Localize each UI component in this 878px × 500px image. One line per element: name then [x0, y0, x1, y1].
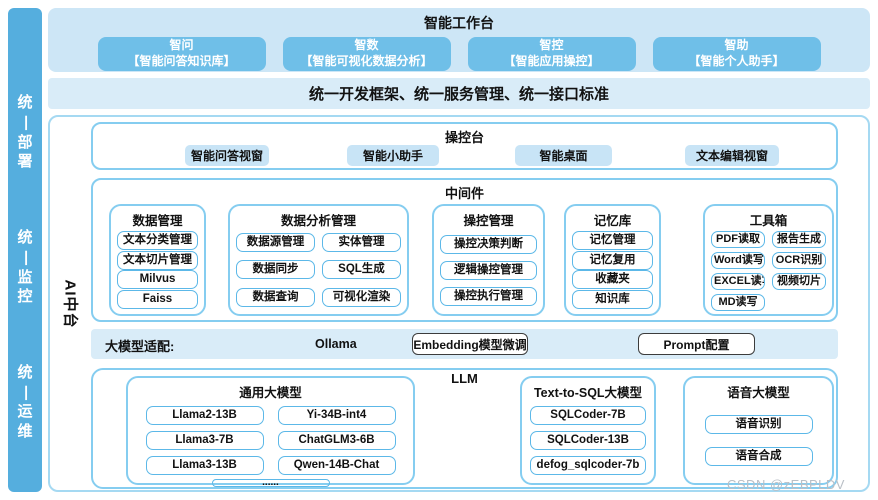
group-title: 数据管理 — [132, 214, 183, 228]
adapter-ollama: Ollama — [315, 337, 357, 351]
group-items: PDF读取 报告生成 Word读写 OCR识别 EXCEL读写 视频切片 MD读… — [711, 231, 826, 311]
item-visual-render: 可视化渲染 — [322, 287, 401, 307]
group-voice-llm: 语音大模型 语音识别 语音合成 — [683, 376, 834, 485]
item-speech-synthesis: 语音合成 — [704, 446, 813, 466]
app-name: 智数 — [354, 38, 379, 53]
app-box-zhizhu: 智助 【智能个人助手】 — [652, 37, 821, 71]
item-entity-mgmt: 实体管理 — [322, 233, 401, 253]
middleware-section: 中间件 数据管理 文本分类管理 文本切片管理 Milvus Faiss 数据分析… — [91, 178, 838, 322]
sidebar-label-monitor: 统一监控 — [16, 228, 34, 306]
group-title: Text-to-SQL大模型 — [533, 386, 643, 400]
app-box-zhikong: 智控 【智能应用操控】 — [467, 37, 636, 71]
app-desc: 【智能可视化数据分析】 — [300, 54, 433, 68]
app-desc: 【智能个人助手】 — [688, 54, 785, 68]
app-box-zhishu: 智数 【智能可视化数据分析】 — [282, 37, 451, 71]
llm-title: LLM — [451, 371, 478, 386]
item-logic-control: 逻辑操控管理 — [440, 260, 537, 280]
item-llama2-13b: Llama2-13B — [145, 406, 264, 425]
group-text-to-sql-llm: Text-to-SQL大模型 SQLCoder-7B SQLCoder-13B … — [520, 376, 656, 485]
item-excel-rw: EXCEL读写 — [711, 273, 765, 290]
sidebar-label-ops: 统一运维 — [16, 363, 34, 441]
group-title: 记忆库 — [593, 214, 632, 228]
console-btn-desktop: 智能桌面 — [515, 145, 612, 166]
item-more-models: ...... — [211, 478, 330, 488]
item-md-rw: MD读写 — [711, 294, 765, 311]
item-ocr: OCR识别 — [772, 252, 826, 269]
sidebar: 统一部署 统一监控 统一运维 — [8, 8, 42, 492]
console-btn-qa-window: 智能问答视窗 — [185, 145, 269, 166]
workbench-apps-row: 智问 【智能问答知识库】 智数 【智能可视化数据分析】 智控 【智能应用操控】 … — [48, 37, 870, 71]
item-qwen-14b-chat: Qwen-14B-Chat — [277, 456, 396, 475]
item-llama3-7b: Llama3-7B — [145, 431, 264, 450]
group-title: 语音大模型 — [727, 386, 790, 400]
ai-platform-container: AI中台 操控台 智能问答视窗 智能小助手 智能桌面 文本编辑视窗 中间件 数据… — [48, 115, 870, 492]
item-data-sync: 数据同步 — [236, 260, 315, 280]
console-btn-text-editor: 文本编辑视窗 — [685, 145, 779, 166]
console-section: 操控台 智能问答视窗 智能小助手 智能桌面 文本编辑视窗 — [91, 122, 838, 170]
sidebar-label-deploy: 统一部署 — [16, 94, 34, 171]
app-name: 智助 — [724, 38, 749, 53]
adapter-prompt-config: Prompt配置 — [638, 333, 755, 355]
app-desc: 【智能问答知识库】 — [127, 54, 236, 68]
group-items: Llama2-13B Yi-34B-int4 Llama3-7B ChatGLM… — [134, 406, 407, 475]
item-video-slice: 视频切片 — [772, 273, 826, 290]
adapter-embedding-finetune: Embedding模型微调 — [412, 333, 528, 355]
group-title: 数据分析管理 — [280, 214, 356, 228]
item-memory-reuse: 记忆复用 — [572, 250, 653, 270]
group-items: 操控决策判断 逻辑操控管理 操控执行管理 — [440, 231, 537, 309]
item-yi-34b-int4: Yi-34B-int4 — [277, 406, 396, 425]
group-title: 操控管理 — [463, 214, 514, 228]
group-title: 通用大模型 — [239, 386, 302, 400]
platform-label: AI中台 — [61, 278, 79, 329]
item-word-rw: Word读写 — [711, 252, 765, 269]
group-general-llm: 通用大模型 Llama2-13B Yi-34B-int4 Llama3-7B C… — [126, 376, 415, 488]
item-pdf-read: PDF读取 — [711, 231, 765, 248]
console-title: 操控台 — [444, 130, 484, 145]
item-sqlcoder-13b: SQLCoder-13B — [530, 431, 646, 450]
item-sql-generate: SQL生成 — [322, 260, 401, 280]
group-items: 记忆管理 记忆复用 收藏夹 知识库 — [572, 231, 653, 309]
workbench-panel: 智能工作台 智问 【智能问答知识库】 智数 【智能可视化数据分析】 智控 【智能… — [48, 8, 870, 72]
middleware-title: 中间件 — [444, 186, 484, 201]
item-control-exec: 操控执行管理 — [440, 286, 537, 306]
item-llama3-13b: Llama3-13B — [145, 456, 264, 475]
item-knowledge: 知识库 — [572, 289, 653, 309]
item-defog-sqlcoder-7b: defog_sqlcoder-7b — [530, 456, 646, 475]
app-name: 智问 — [169, 38, 194, 53]
llm-section: LLM 通用大模型 Llama2-13B Yi-34B-int4 Llama3-… — [91, 368, 838, 489]
group-items: 语音识别 语音合成 — [691, 403, 826, 478]
group-items: 文本分类管理 文本切片管理 Milvus Faiss — [117, 231, 198, 309]
item-control-decision: 操控决策判断 — [440, 234, 537, 254]
item-faiss: Faiss — [117, 289, 198, 309]
item-milvus: Milvus — [117, 270, 198, 290]
app-desc: 【智能应用操控】 — [503, 54, 600, 68]
adapter-label: 大模型适配: — [105, 339, 175, 354]
unified-standards-band: 统一开发框架、统一服务管理、统一接口标准 — [48, 78, 870, 109]
group-control-management: 操控管理 操控决策判断 逻辑操控管理 操控执行管理 — [432, 204, 545, 316]
item-chatglm3-6b: ChatGLM3-6B — [277, 431, 396, 450]
item-report-gen: 报告生成 — [772, 231, 826, 248]
group-data-management: 数据管理 文本分类管理 文本切片管理 Milvus Faiss — [109, 204, 206, 316]
app-box-zhiwen: 智问 【智能问答知识库】 — [97, 37, 266, 71]
group-title: 工具箱 — [749, 214, 788, 228]
console-btn-assistant: 智能小助手 — [347, 145, 439, 166]
workbench-title: 智能工作台 — [424, 15, 494, 31]
item-memory-mgmt: 记忆管理 — [572, 231, 653, 251]
group-items: SQLCoder-7B SQLCoder-13B defog_sqlcoder-… — [528, 403, 648, 478]
csdn-watermark: CSDN @zEBPLDV — [727, 477, 845, 492]
group-items: 数据源管理 实体管理 数据同步 SQL生成 数据查询 可视化渲染 — [236, 231, 401, 309]
model-adapter-band: 大模型适配: Ollama Embedding模型微调 Prompt配置 — [91, 329, 838, 359]
item-data-query: 数据查询 — [236, 287, 315, 307]
app-name: 智控 — [539, 38, 564, 53]
item-favorites: 收藏夹 — [572, 270, 653, 290]
group-data-analysis: 数据分析管理 数据源管理 实体管理 数据同步 SQL生成 数据查询 可视化渲染 — [228, 204, 409, 316]
item-speech-recognition: 语音识别 — [704, 415, 813, 435]
group-memory-bank: 记忆库 记忆管理 记忆复用 收藏夹 知识库 — [564, 204, 661, 316]
item-text-classify: 文本分类管理 — [117, 231, 198, 251]
item-sqlcoder-7b: SQLCoder-7B — [530, 406, 646, 425]
group-toolbox: 工具箱 PDF读取 报告生成 Word读写 OCR识别 EXCEL读写 视频切片… — [703, 204, 834, 316]
item-datasource-mgmt: 数据源管理 — [236, 233, 315, 253]
item-text-slice: 文本切片管理 — [117, 250, 198, 270]
